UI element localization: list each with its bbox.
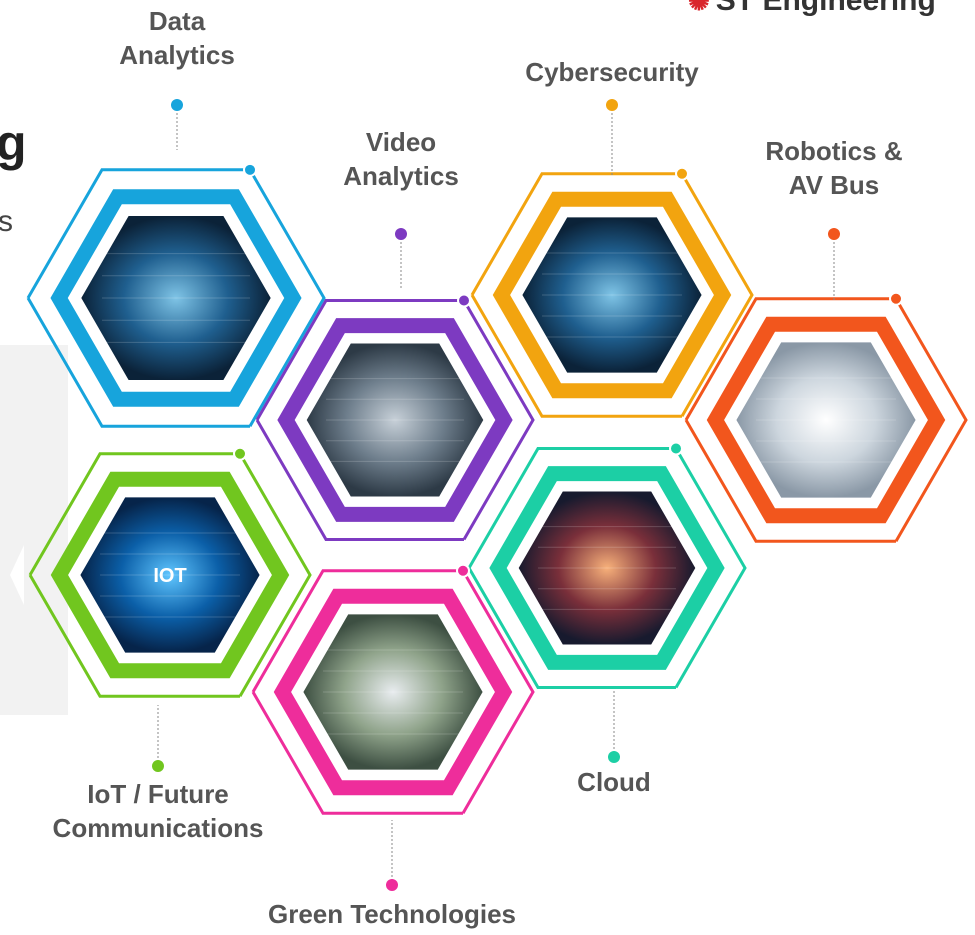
hex-label-line: IoT / Future xyxy=(87,779,229,809)
connector-dot xyxy=(152,760,164,772)
side-panel-notch xyxy=(10,545,24,605)
outline-accent-dot xyxy=(889,291,903,306)
connector-dot xyxy=(171,99,183,111)
hex-outer-outline-lower xyxy=(470,294,682,418)
hex-label-line: Green Technologies xyxy=(267,899,517,929)
hex-outer-outline-lower xyxy=(28,574,240,698)
cloud-network-image xyxy=(518,491,696,645)
hex-node-video-analytics xyxy=(255,228,535,541)
hex-outer-outline-lower xyxy=(26,297,250,428)
hex-node-iot: IOT xyxy=(28,446,312,772)
connector-dot xyxy=(395,228,407,240)
hex-node-cybersecurity xyxy=(470,99,754,418)
data-analytics-dashboard-image xyxy=(81,216,271,380)
hex-label-line: AV Bus xyxy=(788,169,880,200)
autonomous-bus-image xyxy=(736,342,916,498)
hex-label-cybersecurity: Cybersecurity xyxy=(525,56,698,90)
hex-outer-outline-lower xyxy=(684,419,896,543)
outline-accent-dot xyxy=(669,441,683,456)
company-logo: ✺ ST Engineering xyxy=(688,0,936,16)
iot-badge-text: IOT xyxy=(153,565,186,587)
hex-label-line: Analytics xyxy=(343,160,459,191)
green-building-image xyxy=(303,614,483,770)
hex-label-line: Cybersecurity xyxy=(525,57,699,87)
outline-accent-dot xyxy=(675,166,689,181)
hex-outer-outline-lower xyxy=(251,691,463,815)
connector-dot xyxy=(386,879,398,891)
hex-label-line: Communications xyxy=(52,812,264,843)
shield-globe-image xyxy=(522,217,702,373)
hex-label-line: Robotics & xyxy=(765,136,903,166)
hex-label-green-technologies: Green Technologies xyxy=(268,898,516,932)
hex-node-cloud xyxy=(467,441,747,763)
hex-label-line: Video xyxy=(365,127,437,157)
hex-label-robotics-av-bus: Robotics &AV Bus xyxy=(765,135,902,203)
hex-label-line: Analytics xyxy=(119,39,235,70)
outline-accent-dot xyxy=(456,563,470,578)
hex-label-line: Data xyxy=(148,6,206,36)
hex-label-line: Cloud xyxy=(577,767,651,797)
outline-accent-dot xyxy=(457,293,471,308)
outline-accent-dot xyxy=(233,446,247,461)
logo-text: ST Engineering xyxy=(715,0,936,17)
hex-node-robotics-av-bus xyxy=(684,228,968,543)
logo-mark-icon: ✺ xyxy=(688,0,710,16)
face-recognition-camera-image xyxy=(306,343,484,497)
outline-accent-dot xyxy=(243,162,257,177)
connector-dot xyxy=(828,228,840,240)
connector-dot xyxy=(608,751,620,763)
hex-label-cloud: Cloud xyxy=(577,766,651,800)
connector-dot xyxy=(606,99,618,111)
hex-outer-outline-lower xyxy=(467,567,676,689)
iot-chip-image xyxy=(80,497,260,653)
page-title-fragment: g xyxy=(0,115,27,171)
hex-outer-outline-lower xyxy=(255,419,464,541)
hex-node-green-technologies xyxy=(251,563,535,891)
subtitle-fragment: s xyxy=(0,205,13,238)
hex-node-data-analytics xyxy=(26,99,326,428)
